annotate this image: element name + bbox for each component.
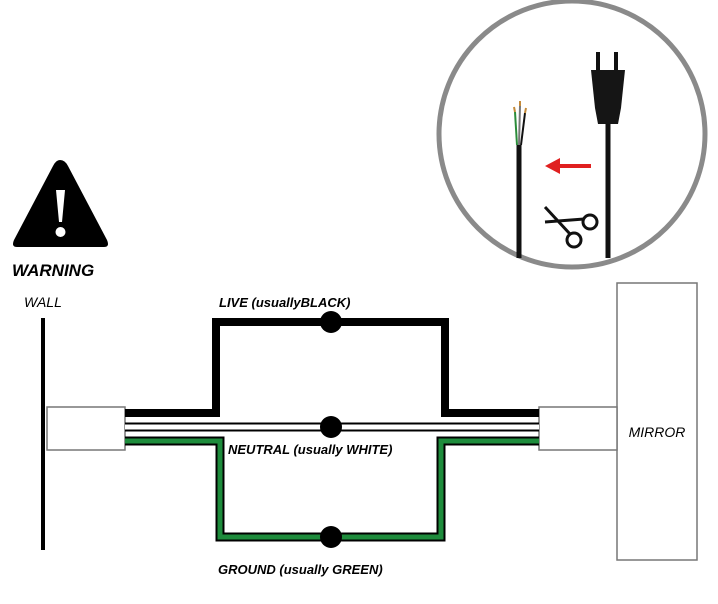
- ground-wire-connector: [320, 526, 342, 548]
- neutral-wire-label: NEUTRAL (usually WHITE): [228, 442, 392, 457]
- cut-cord-inset: [436, 0, 708, 270]
- neutral-wire-connector: [320, 416, 342, 438]
- wall-junction-box: [46, 406, 126, 451]
- wall-label: WALL: [24, 294, 62, 310]
- stripped-cable-icon: [513, 101, 527, 258]
- arrow-left-icon: [545, 158, 591, 174]
- scissors-icon: [543, 205, 599, 249]
- power-plug-icon: [591, 52, 625, 258]
- mirror-junction-box: [538, 406, 618, 451]
- warning-label: WARNING: [12, 261, 94, 280]
- ground-wire-label: GROUND (usually GREEN): [218, 562, 383, 577]
- live-wire-label: LIVE (usuallyBLACK): [219, 295, 350, 310]
- warning-icon: [13, 160, 108, 247]
- mirror-label: MIRROR: [629, 424, 686, 440]
- live-wire: [125, 318, 539, 417]
- inset-circle: [436, 0, 708, 270]
- live-wire-connector: [320, 311, 342, 333]
- mirror-box: [616, 282, 698, 561]
